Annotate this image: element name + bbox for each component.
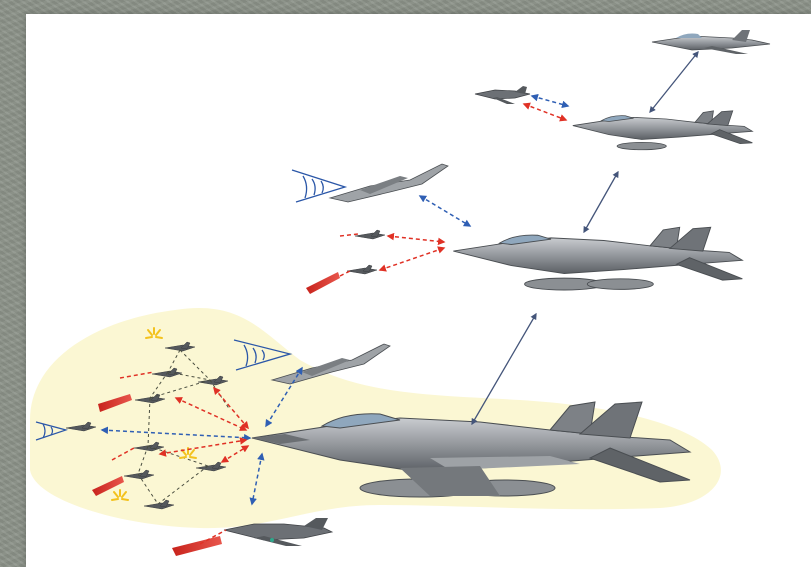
wingman-fighter-aircraft — [453, 227, 742, 290]
upper-fighter-aircraft — [573, 111, 753, 150]
small-stealth-fighter-aircraft — [475, 86, 530, 104]
high-altitude-uav — [330, 164, 448, 202]
top-stealth-fighter-aircraft — [652, 30, 770, 54]
